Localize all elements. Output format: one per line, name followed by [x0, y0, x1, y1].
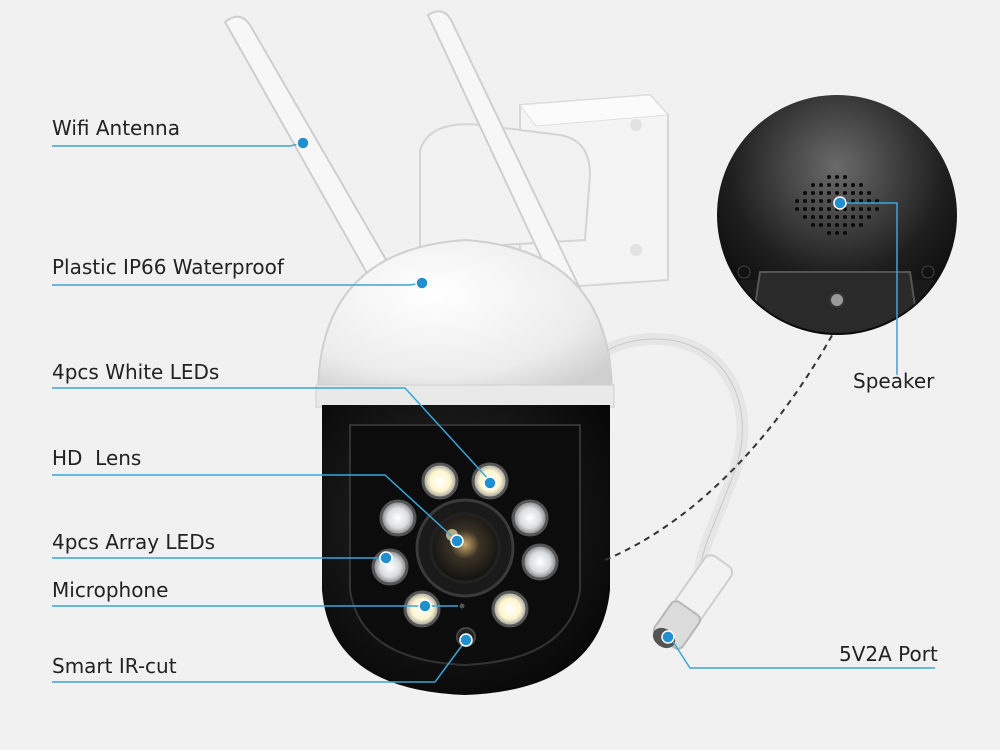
speaker-hole: [827, 183, 831, 187]
wifi-antennas: [223, 10, 597, 332]
speaker-hole: [819, 183, 823, 187]
speaker-hole: [811, 215, 815, 219]
speaker-hole: [819, 199, 823, 203]
speaker-hole: [827, 231, 831, 235]
speaker-hole: [795, 207, 799, 211]
label-plastic-waterproof: Plastic IP66 Waterproof: [52, 255, 284, 279]
speaker-hole: [803, 207, 807, 211]
label-smart-ir-cut: Smart IR-cut: [52, 654, 177, 678]
speaker-hole: [835, 191, 839, 195]
speaker-hole: [843, 231, 847, 235]
label-wifi-antenna: Wifi Antenna: [52, 116, 180, 140]
speaker-hole: [843, 215, 847, 219]
label-array-leds: 4pcs Array LEDs: [52, 530, 216, 554]
speaker-hole: [851, 183, 855, 187]
speaker-hole: [803, 199, 807, 203]
speaker-hole: [827, 191, 831, 195]
speaker-hole: [851, 223, 855, 227]
speaker-hole: [867, 207, 871, 211]
speaker-hole: [835, 231, 839, 235]
speaker-hole: [835, 223, 839, 227]
speaker-hole: [875, 207, 879, 211]
speaker-hole: [859, 199, 863, 203]
speaker-hole: [827, 175, 831, 179]
speaker-hole: [851, 199, 855, 203]
speaker-hole: [819, 207, 823, 211]
speaker-hole: [811, 207, 815, 211]
label-hd-lens: HD Lens: [52, 446, 142, 470]
speaker-hole: [827, 223, 831, 227]
label-white-leds: 4pcs White LEDs: [52, 360, 220, 384]
speaker-hole: [875, 199, 879, 203]
speaker-hole: [835, 175, 839, 179]
label-speaker: Speaker: [853, 369, 935, 393]
label-microphone: Microphone: [52, 578, 169, 602]
speaker-hole: [819, 191, 823, 195]
callout-dots: [296, 136, 847, 647]
speaker-hole: [843, 175, 847, 179]
speaker-hole: [843, 223, 847, 227]
speaker-hole: [867, 191, 871, 195]
speaker-hole: [835, 215, 839, 219]
speaker-inset: [717, 95, 957, 335]
microphone-hole: [459, 603, 465, 609]
label-5v2a-port: 5V2A Port: [839, 642, 938, 666]
speaker-hole: [859, 191, 863, 195]
speaker-hole: [843, 191, 847, 195]
speaker-hole: [851, 207, 855, 211]
speaker-hole: [811, 199, 815, 203]
speaker-hole: [811, 183, 815, 187]
speaker-hole: [835, 183, 839, 187]
speaker-hole: [851, 191, 855, 195]
speaker-hole: [851, 215, 855, 219]
speaker-hole: [819, 223, 823, 227]
speaker-hole: [803, 215, 807, 219]
speaker-hole: [827, 215, 831, 219]
speaker-hole: [811, 223, 815, 227]
speaker-hole: [827, 207, 831, 211]
speaker-hole: [867, 215, 871, 219]
camera-dome: [316, 238, 614, 396]
mount-arm: [419, 123, 592, 252]
speaker-hole: [843, 183, 847, 187]
speaker-grille: [795, 175, 879, 235]
speaker-hole: [811, 191, 815, 195]
speaker-hole: [867, 199, 871, 203]
speaker-hole: [795, 199, 799, 203]
speaker-hole: [859, 223, 863, 227]
hd-lens: [415, 498, 515, 598]
speaker-hole: [859, 215, 863, 219]
speaker-hole: [859, 207, 863, 211]
speaker-hole: [827, 199, 831, 203]
speaker-hole: [819, 215, 823, 219]
led-ring: [371, 462, 559, 628]
speaker-hole: [859, 183, 863, 187]
speaker-hole: [803, 191, 807, 195]
